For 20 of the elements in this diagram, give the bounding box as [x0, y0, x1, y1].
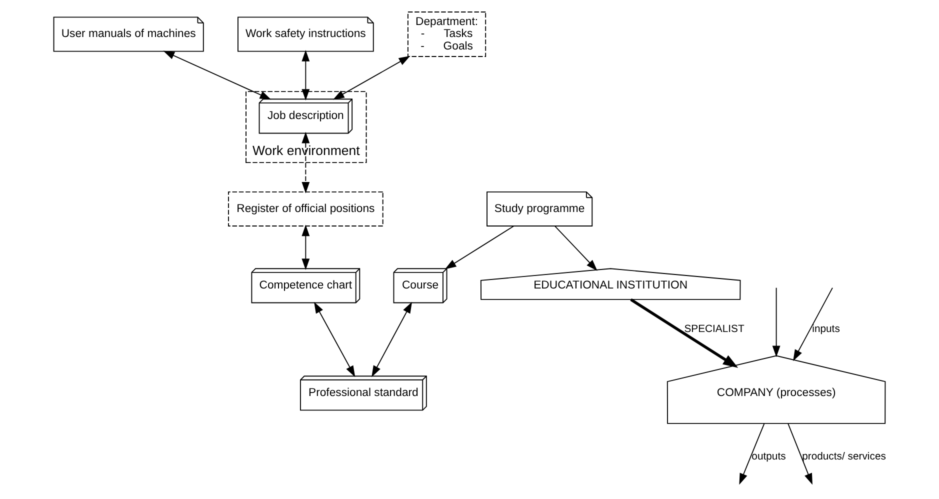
arrow [772, 287, 780, 358]
node-box: Department: - Tasks - Goals [407, 12, 486, 57]
arrow [793, 287, 833, 362]
arrow [163, 50, 272, 100]
arrow [372, 302, 412, 378]
arrow [314, 302, 356, 378]
arrow [302, 132, 310, 194]
arrow [444, 226, 514, 270]
arrow [630, 298, 738, 368]
arrow [739, 423, 765, 485]
arrow [554, 226, 598, 271]
edge-label: SPECIALIST [684, 324, 744, 335]
arrow [302, 224, 310, 270]
arrow [788, 423, 812, 485]
edge-label: inputs [812, 324, 840, 335]
edge-label: products/ services [802, 452, 886, 463]
node-box: Register of official positions [228, 191, 384, 226]
edge-label: outputs [752, 452, 786, 463]
arrow [332, 56, 410, 100]
arrow [302, 50, 310, 100]
